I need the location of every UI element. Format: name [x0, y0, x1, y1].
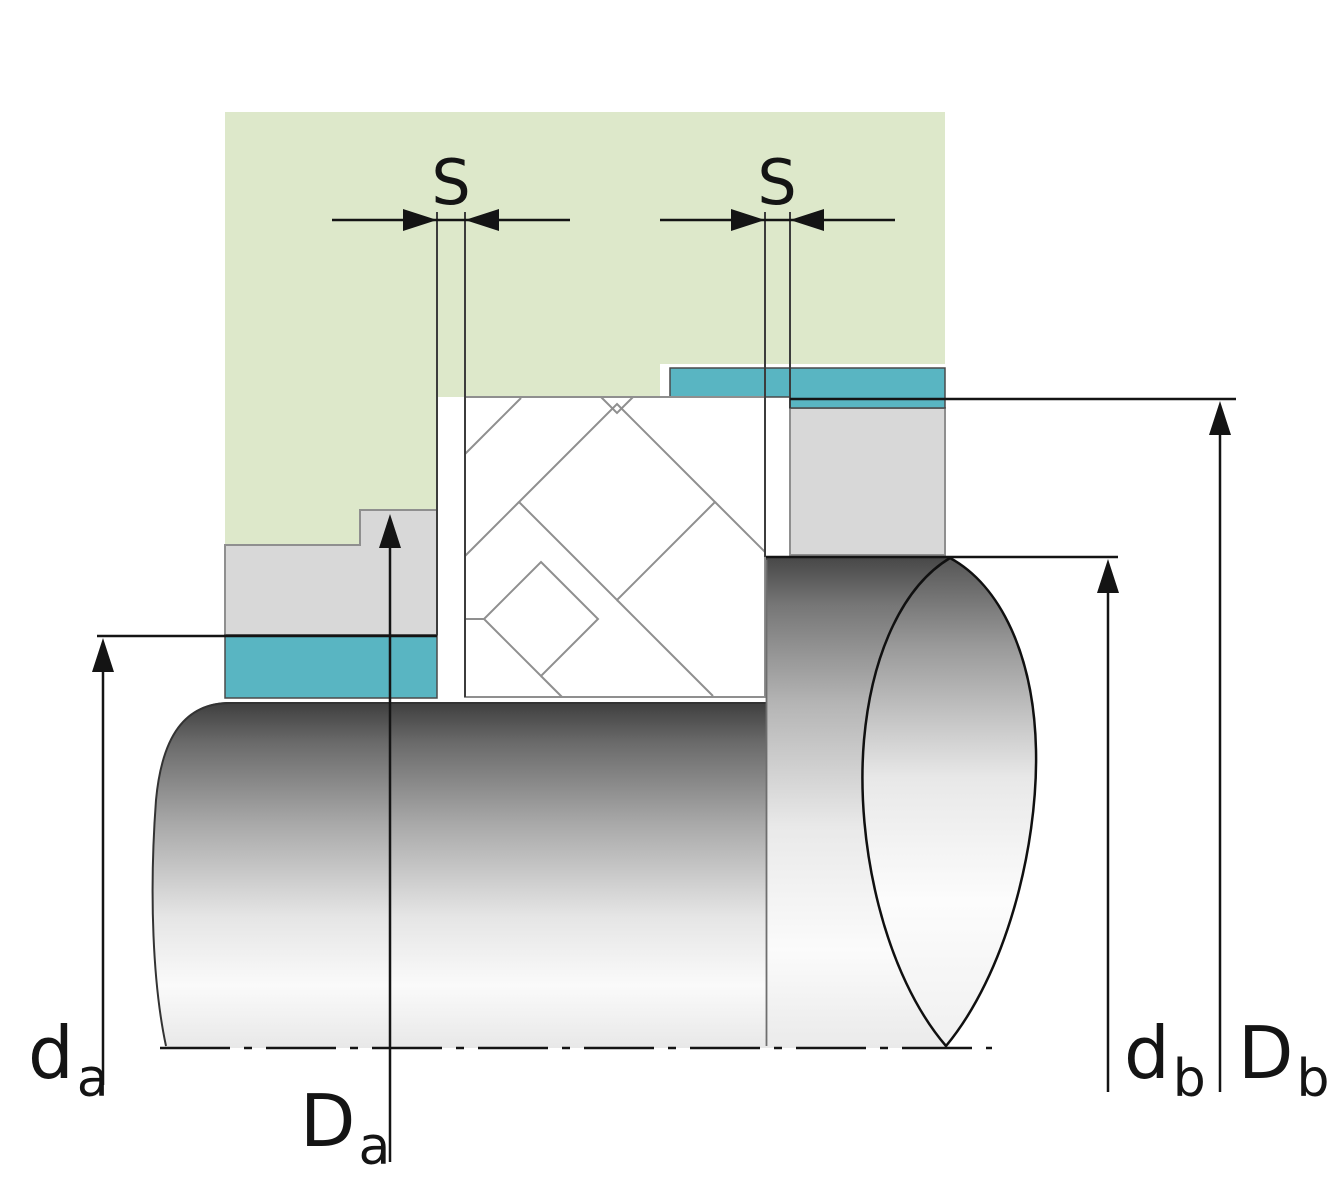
bearing-top-notch [600, 396, 634, 415]
bearing-cross-section [464, 396, 766, 698]
label-da: da [28, 1011, 109, 1109]
dimension-s-left: S [332, 146, 570, 697]
label-Da: Da [300, 1079, 390, 1177]
cage-line-1 [464, 397, 522, 455]
cage-line-6 [540, 675, 563, 698]
arrowhead-up-icon [1097, 559, 1119, 593]
cage-line-3 [616, 599, 714, 697]
label-s-left: S [431, 146, 470, 219]
dimension-Da: Da [300, 514, 401, 1177]
label-s-right: S [757, 146, 796, 219]
cage-line-2 [464, 501, 520, 557]
abutment-strip-left [224, 634, 438, 699]
label-db: db [1124, 1011, 1206, 1109]
arrowhead-up-icon [379, 514, 401, 548]
label-Db: Db [1238, 1011, 1329, 1109]
arrowhead-up-icon [1209, 401, 1231, 435]
arrowhead-right-icon [403, 209, 437, 231]
shaft-top-edge [151, 702, 766, 1047]
arrowhead-left-icon [465, 209, 499, 231]
dimension-da: da [28, 634, 437, 1109]
cover-ring-right [789, 407, 946, 556]
arrowhead-right-icon [731, 209, 765, 231]
dimension-s-right: S [660, 146, 895, 557]
arrowhead-up-icon [92, 638, 114, 672]
dimension-db: db [766, 555, 1206, 1109]
shoulder-fillet [861, 556, 1038, 1048]
cage-line-4 [714, 501, 766, 553]
arrowhead-left-icon [790, 209, 824, 231]
dimension-Db: Db [790, 397, 1329, 1109]
shaft-body [152, 702, 768, 1048]
